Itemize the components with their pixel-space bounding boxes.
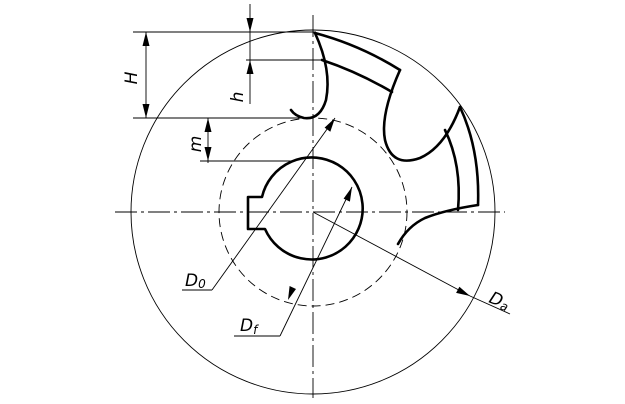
tooth-upper-back <box>382 68 462 162</box>
hh-arrow-bottom <box>246 60 254 74</box>
m-arrow-top <box>204 118 212 132</box>
label-D0: D0 <box>185 271 206 291</box>
tooth-upper-top-edge <box>313 31 402 72</box>
label-Da: Da <box>486 288 512 314</box>
label-m: m <box>186 136 206 153</box>
tooth-right-face <box>458 105 480 207</box>
label-Df: Df <box>240 316 259 337</box>
tooth-upper <box>289 31 329 120</box>
label-D0-sub: 0 <box>198 277 206 291</box>
tooth-upper-inner-edge <box>320 58 394 94</box>
bore-with-keyway <box>246 156 364 261</box>
da-leader <box>312 211 471 297</box>
outer-circle <box>130 29 496 395</box>
da-leader-ext <box>469 295 511 315</box>
h-arrow-top <box>142 32 150 46</box>
tooth-right-back <box>396 203 480 246</box>
da-arrow <box>456 286 470 296</box>
label-H: H <box>122 71 142 84</box>
df-arrow-top <box>343 187 352 202</box>
h-arrow-bottom <box>142 104 150 118</box>
m-arrow-bottom <box>204 147 212 161</box>
tooth-right-inner-edge <box>443 128 461 212</box>
df-leader <box>279 186 353 337</box>
label-Df-sub: f <box>253 323 259 337</box>
hh-arrow-top <box>246 18 254 32</box>
d0-arrow <box>324 118 335 132</box>
df-arrow-bottom <box>288 286 296 300</box>
label-h: h <box>228 92 248 103</box>
d0-leader <box>211 117 336 291</box>
